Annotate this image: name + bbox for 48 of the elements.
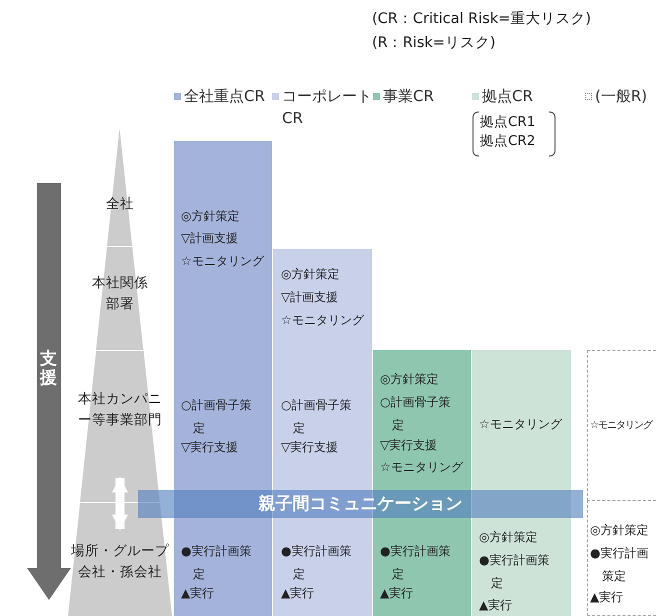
role-text: ◎方針策定	[479, 529, 538, 546]
band-label: 親子間コミュニケーション	[257, 493, 464, 516]
role-text: ▲実行	[281, 585, 314, 602]
arrow-label: 支援	[40, 350, 57, 388]
role-text: ☆モニタリング	[479, 416, 562, 433]
note: (CR：Critical Risk=重大リスク)	[372, 10, 592, 29]
role-text: ●実行計画策定	[479, 552, 550, 592]
role-text: ☆モニタリング	[380, 459, 463, 476]
legend-label: 拠点CR	[482, 86, 534, 107]
risk-column	[472, 350, 571, 616]
role-text: ▽実行支援	[181, 439, 238, 456]
role-text: ☆モニタリング	[181, 253, 264, 270]
role-text: ▲実行	[479, 597, 512, 614]
role-text: ▽計画支援	[281, 289, 338, 306]
legend-label: (一般R)	[595, 86, 648, 107]
role-text: ☆モニタリング	[590, 419, 652, 433]
role-text: ▲実行	[181, 585, 214, 602]
note: (R：Risk=リスク)	[372, 34, 496, 53]
level-label: 本社カンパニー等事業部門	[77, 390, 163, 430]
role-text: ●実行計画策定	[590, 545, 650, 585]
role-text: ◎方針策定	[590, 522, 648, 539]
dashed-column	[587, 500, 656, 616]
role-text: ◎方針策定	[181, 208, 240, 225]
level-label: 場所・グループ会社・孫会社	[70, 542, 170, 582]
role-text: ☆モニタリング	[281, 312, 364, 329]
dashed-column	[587, 350, 656, 501]
role-text: ◎方針策定	[380, 371, 438, 388]
role-text: ▽計画支援	[181, 230, 238, 247]
sub-legend-label: 拠点CR2	[480, 133, 536, 151]
legend-label: コーポレートCR	[282, 86, 373, 129]
role-text: ●実行計画策定	[181, 543, 252, 583]
role-text: ▽実行支援	[281, 439, 338, 456]
role-text: ▽実行支援	[380, 437, 438, 454]
level-label: 本社関係部署	[91, 274, 149, 314]
role-text: ○計画骨子策定	[281, 397, 352, 437]
sub-legend-label: 拠点CR1	[480, 114, 536, 132]
role-text: ●実行計画策定	[281, 543, 352, 583]
role-text: ○計画骨子策定	[181, 397, 252, 437]
legend-label: 事業CR	[383, 86, 435, 107]
double-arrow	[112, 476, 128, 531]
level-label: 全社	[105, 195, 135, 214]
role-text: ◎方針策定	[281, 266, 340, 283]
legend-label: 全社重点CR	[184, 86, 266, 107]
role-text: ▲実行	[590, 589, 624, 606]
communication-band	[138, 490, 583, 518]
role-text: ▲実行	[380, 585, 414, 602]
role-text: ○計画骨子策定	[380, 394, 452, 434]
role-text: ●実行計画策定	[380, 543, 452, 583]
